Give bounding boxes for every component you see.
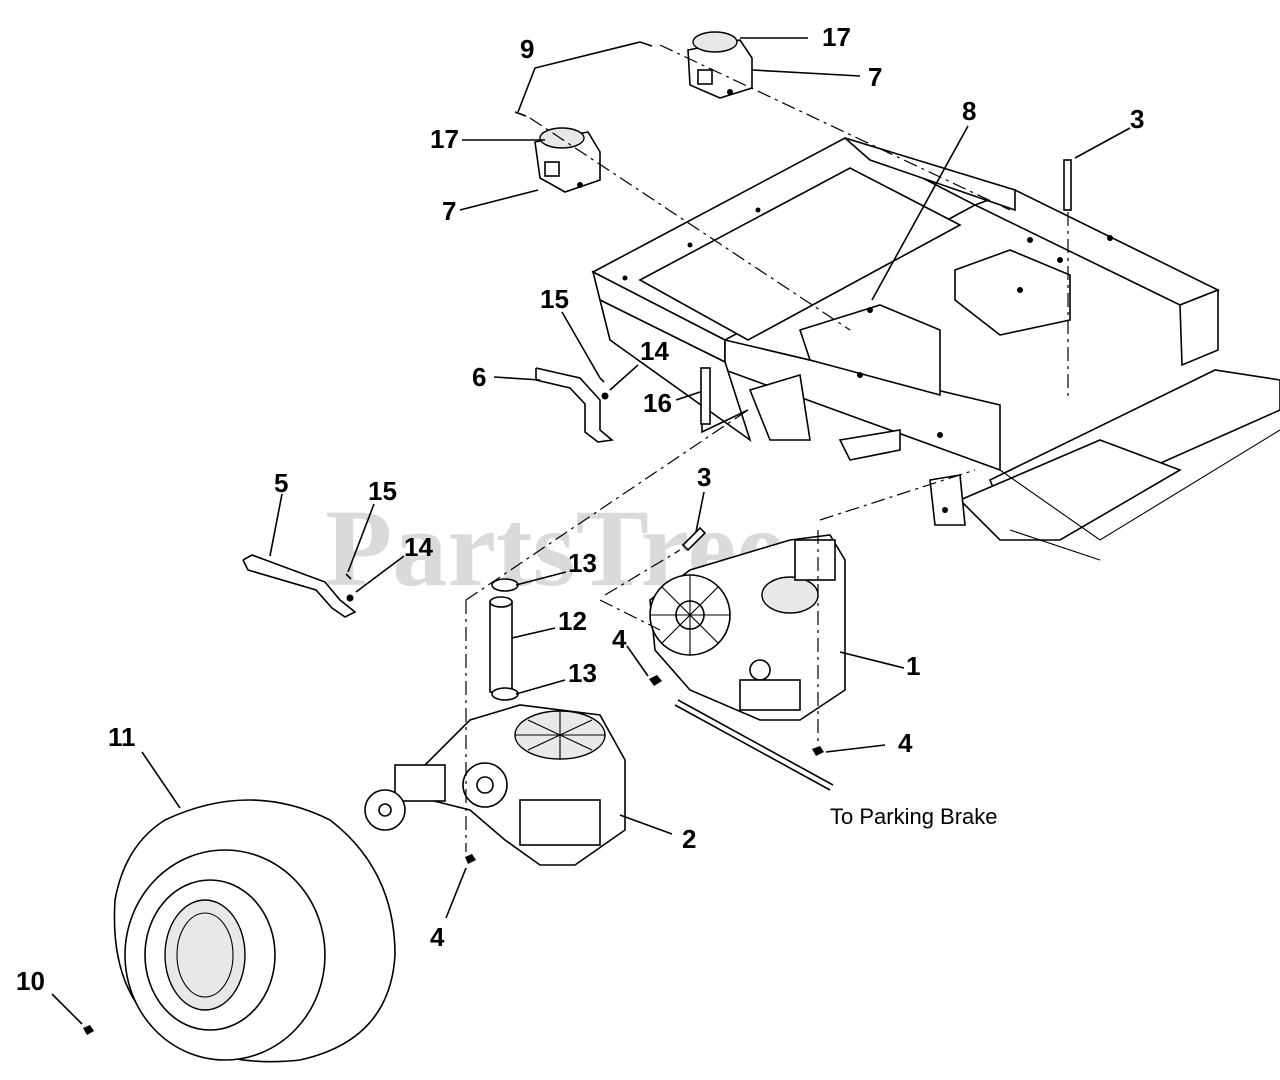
bracket-5 (242, 554, 357, 618)
transaxle-2 (364, 704, 626, 866)
callout-14-lower: 14 (404, 532, 433, 562)
callout-10: 10 (16, 966, 45, 996)
callout-5: 5 (274, 468, 288, 498)
callout-9: 9 (520, 34, 534, 64)
pivot-tube-12 (489, 596, 513, 693)
callout-2: 2 (682, 824, 696, 854)
chassis-frame (591, 137, 1280, 561)
callout-17-upper: 17 (822, 22, 851, 52)
bolt-9-pair (514, 41, 653, 117)
callout-13-lower: 13 (568, 658, 597, 688)
callout-7-lower: 7 (442, 196, 456, 226)
callout-labels: 17 7 9 17 7 8 3 15 14 6 16 5 15 14 3 13 … (16, 22, 1144, 996)
tire-11 (113, 799, 396, 1063)
callout-16: 16 (643, 388, 672, 418)
callout-4-lower: 4 (430, 922, 445, 952)
centerlines (465, 44, 1069, 852)
callout-8: 8 (962, 96, 976, 126)
callout-1: 1 (906, 651, 920, 681)
callout-3-lower: 3 (697, 462, 711, 492)
callout-13-upper: 13 (568, 548, 597, 578)
callout-4-right: 4 (898, 728, 913, 758)
transaxle-1 (649, 534, 846, 721)
callout-15-upper: 15 (540, 284, 569, 314)
control-unit-lower (534, 127, 601, 193)
bracket-6 (535, 367, 614, 443)
callout-7-upper: 7 (868, 62, 882, 92)
callout-3-upper: 3 (1130, 104, 1144, 134)
callout-11: 11 (108, 722, 136, 752)
washer-13-upper (491, 578, 519, 592)
parking-brake-note: To Parking Brake (830, 804, 998, 829)
callout-15-lower: 15 (368, 476, 397, 506)
callout-17-lower: 17 (430, 124, 459, 154)
callout-6: 6 (472, 362, 486, 392)
washer-13-lower (491, 687, 519, 701)
leader-lines (51, 37, 1131, 1025)
callout-4-mid: 4 (612, 624, 627, 654)
callout-12: 12 (558, 606, 587, 636)
control-unit-upper (687, 31, 753, 99)
callout-14-upper: 14 (640, 336, 669, 366)
